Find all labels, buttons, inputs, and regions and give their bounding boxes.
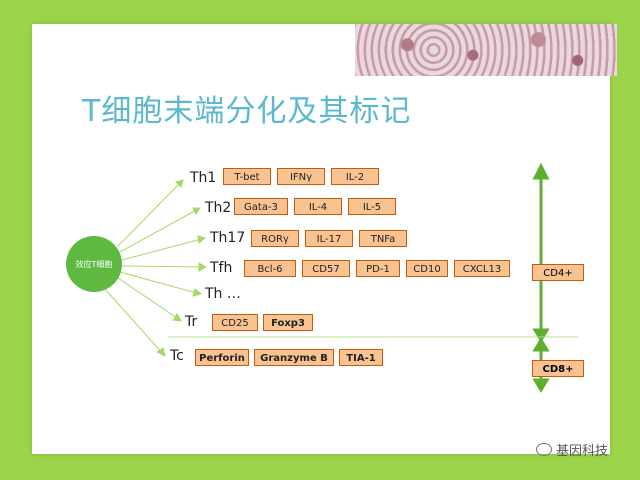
arrow-tfh bbox=[121, 265, 206, 268]
marker-tag: CD25 bbox=[212, 314, 258, 331]
marker-tag: CD57 bbox=[302, 260, 350, 277]
cd8-label: CD8+ bbox=[532, 360, 584, 377]
arrowhead-th1 bbox=[175, 179, 184, 188]
marker-tag: IL-2 bbox=[331, 168, 379, 185]
row-label-th17: Th17 bbox=[210, 230, 246, 246]
cd4-label: CD4+ bbox=[532, 264, 584, 281]
marker-tag: CD10 bbox=[406, 260, 448, 277]
marker-tag: RORγ bbox=[251, 230, 299, 247]
arrowhead-tfh bbox=[198, 262, 208, 272]
arrow-tr bbox=[117, 277, 181, 321]
arrow-tc bbox=[103, 287, 165, 356]
marker-tag: Gata-3 bbox=[234, 198, 288, 215]
marker-tag: IL-4 bbox=[294, 198, 342, 215]
watermark-text: 基因科技 bbox=[556, 444, 609, 459]
arrowhead-th17 bbox=[197, 235, 207, 244]
marker-tag: TNFa bbox=[359, 230, 407, 247]
slide-title: T细胞末端分化及其标记 bbox=[82, 94, 412, 129]
cd4-arrow-top bbox=[532, 162, 550, 180]
wechat-icon bbox=[536, 443, 552, 456]
arrow-th2 bbox=[119, 207, 201, 253]
effector-t-cell-node: 效应T细胞 bbox=[66, 236, 122, 292]
cell-stain-photo bbox=[352, 24, 617, 76]
arrowhead-tc bbox=[156, 347, 166, 357]
marker-tag: IFNγ bbox=[277, 168, 325, 185]
cd8-arrow-bottom bbox=[532, 378, 550, 393]
cd4-arrow-bottom bbox=[532, 328, 550, 343]
arrowhead-tr bbox=[172, 313, 182, 322]
marker-tag: IL-5 bbox=[348, 198, 396, 215]
row-label-tfh: Tfh bbox=[210, 260, 233, 276]
marker-tag: Foxp3 bbox=[263, 314, 313, 331]
row-label-th2: Th2 bbox=[205, 200, 232, 216]
arrow-th-other bbox=[119, 271, 201, 295]
marker-tag: Perforin bbox=[195, 349, 249, 366]
arrow-th17 bbox=[121, 237, 206, 261]
row-label-tr: Tr bbox=[185, 314, 198, 330]
row-label-th1: Th1 bbox=[190, 170, 217, 186]
marker-tag: Bcl-6 bbox=[244, 260, 296, 277]
marker-tag: CXCL13 bbox=[454, 260, 510, 277]
arrowhead-th2 bbox=[192, 207, 201, 215]
marker-tag: IL-17 bbox=[305, 230, 353, 247]
slide bbox=[32, 24, 617, 454]
cd8-arrow-top bbox=[532, 337, 550, 352]
effector-t-cell-label: 效应T细胞 bbox=[75, 259, 113, 269]
marker-tag: Granzyme B bbox=[254, 349, 334, 366]
marker-tag: T-bet bbox=[223, 168, 271, 185]
row-label-tc: Tc bbox=[170, 348, 184, 364]
arrow-th1 bbox=[117, 179, 184, 247]
row-label-th-other: Th … bbox=[205, 286, 241, 302]
watermark: 基因科技 bbox=[536, 440, 608, 459]
marker-tag: TIA-1 bbox=[339, 349, 383, 366]
arrowhead-th-other bbox=[192, 288, 203, 297]
marker-tag: PD-1 bbox=[356, 260, 400, 277]
